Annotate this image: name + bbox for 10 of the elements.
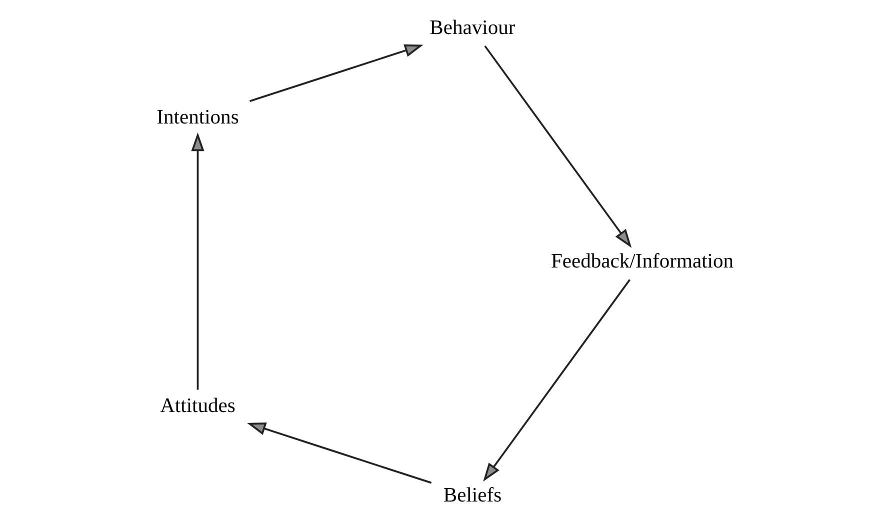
arrow bbox=[190, 132, 204, 390]
node-text: Attitudes bbox=[160, 395, 235, 418]
arrow bbox=[484, 45, 632, 248]
node-text: Feedback/Information bbox=[550, 250, 734, 273]
arrow bbox=[246, 422, 432, 484]
arrow bbox=[482, 279, 630, 482]
node-text: Behaviour bbox=[429, 17, 515, 40]
node-text: Intentions bbox=[156, 106, 238, 128]
node-text: Beliefs bbox=[442, 484, 502, 506]
arrow bbox=[248, 44, 423, 102]
